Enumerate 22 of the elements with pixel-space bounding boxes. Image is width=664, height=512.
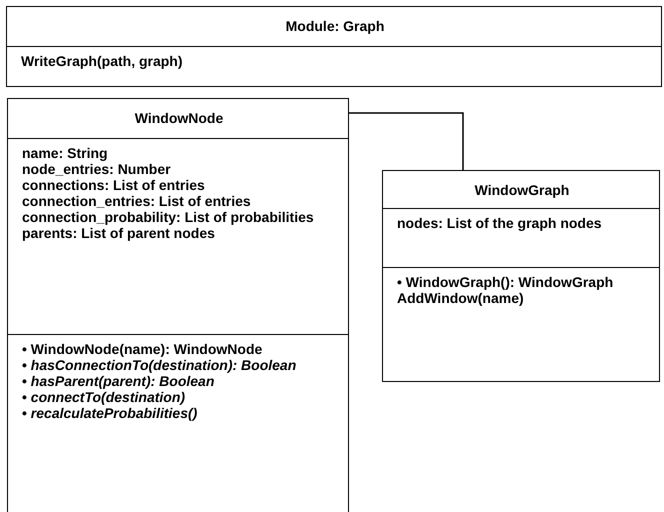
- attribute-text: connections: List of entries: [22, 177, 206, 193]
- method-text: • hasConnectionTo(destination): Boolean: [22, 357, 298, 373]
- connector-line: [349, 112, 464, 170]
- class-name: WindowNode: [134, 110, 224, 126]
- function-text: WriteGraph(path, graph): [21, 53, 184, 69]
- attribute-text: parents: List of parent nodes: [22, 225, 216, 241]
- method-text: • recalculateProbabilities(): [22, 405, 198, 421]
- method-text: • WindowNode(name): WindowNode: [22, 341, 264, 357]
- method-text: • hasParent(parent): Boolean: [22, 373, 216, 389]
- class-box: [7, 98, 349, 512]
- attribute-text: connection_entries: List of entries: [22, 193, 252, 209]
- attribute-text: node_entries: Number: [22, 161, 172, 177]
- class-box: [382, 170, 660, 382]
- attribute-text: connection_probability: List of probabilities: [22, 209, 315, 225]
- attribute-text: nodes: List of the graph nodes: [397, 215, 603, 231]
- attribute-text: name: String: [22, 145, 109, 161]
- method-text: • connectTo(destination): [22, 389, 186, 405]
- method-text: AddWindow(name): [397, 290, 525, 306]
- module-name: Module: Graph: [284, 18, 386, 34]
- module-box: [6, 6, 662, 87]
- method-text: • WindowGraph(): WindowGraph: [397, 274, 614, 290]
- class-name: WindowGraph: [474, 182, 570, 198]
